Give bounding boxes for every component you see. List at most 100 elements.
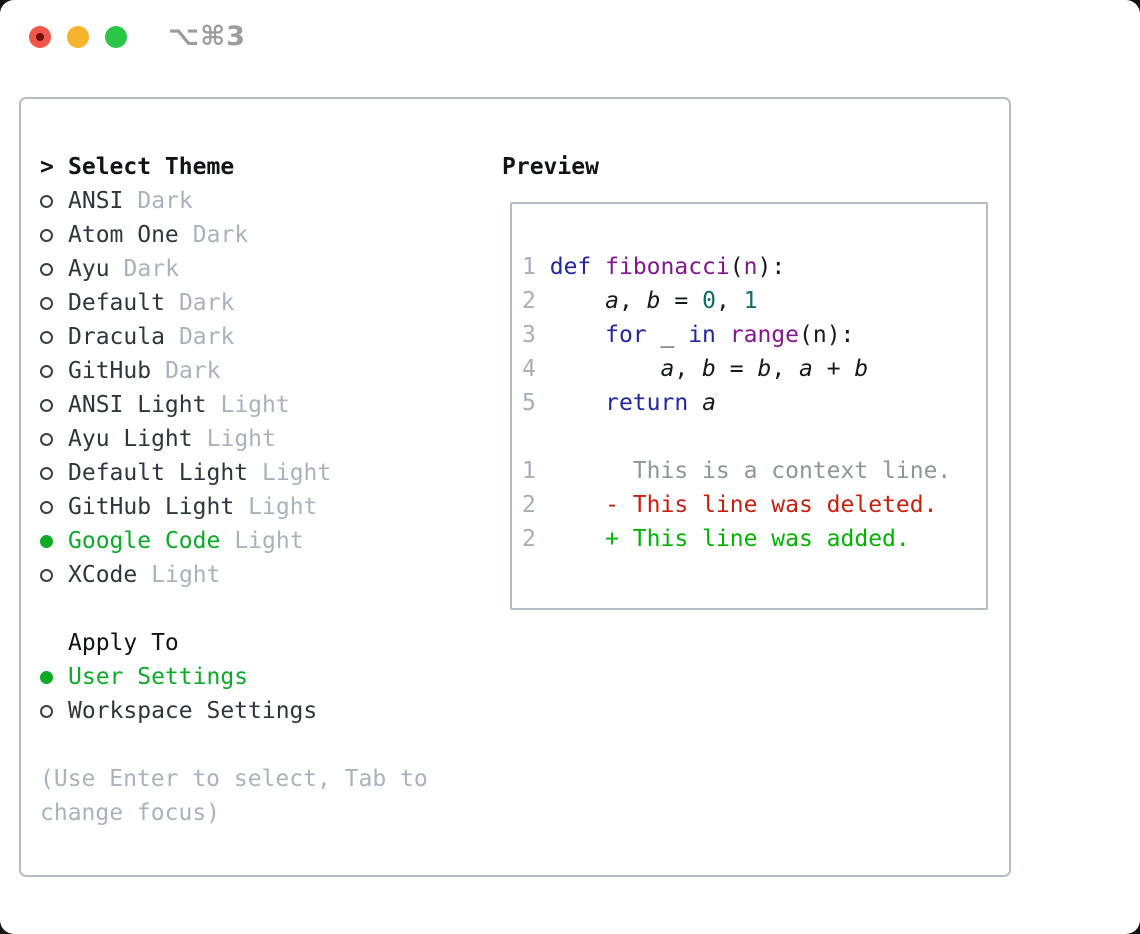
code-token: 0 bbox=[702, 288, 716, 314]
radio-selected-icon bbox=[40, 670, 53, 684]
code-token: range bbox=[729, 322, 800, 348]
help-line-2: change focus) bbox=[40, 800, 221, 826]
code-token bbox=[536, 322, 605, 348]
diff-text: - This line was deleted. bbox=[535, 492, 938, 518]
minimize-button[interactable] bbox=[67, 26, 89, 48]
line-number: 3 bbox=[522, 322, 536, 348]
theme-name: Ayu bbox=[68, 256, 110, 282]
diff-text: + This line was added. bbox=[535, 526, 910, 552]
radio-unselected-icon bbox=[40, 364, 53, 378]
theme-variant-badge: Dark bbox=[123, 256, 179, 282]
title-bar: ⌥⌘3 bbox=[0, 0, 1140, 74]
diff-text: This is a context line. bbox=[535, 458, 952, 484]
radio-cell bbox=[40, 466, 68, 480]
apply-option[interactable]: Workspace Settings bbox=[40, 694, 317, 728]
theme-variant-badge: Dark bbox=[165, 358, 221, 384]
radio-unselected-icon bbox=[40, 330, 53, 344]
theme-name: Dracula bbox=[68, 324, 165, 350]
theme-variant-badge: Light bbox=[151, 562, 221, 588]
code-token: return bbox=[605, 390, 689, 416]
line-number: 4 bbox=[522, 356, 536, 382]
theme-name: GitHub Light bbox=[68, 494, 235, 520]
code-token: ( bbox=[729, 254, 744, 280]
apply-panel-header: Apply To bbox=[40, 626, 317, 660]
code-token bbox=[536, 288, 605, 314]
radio-unselected-icon bbox=[40, 262, 53, 276]
code-token bbox=[716, 322, 730, 348]
radio-selected-icon bbox=[40, 534, 53, 548]
preview-line: 4 a, b = b, a + b bbox=[522, 352, 986, 386]
radio-unselected-icon bbox=[40, 500, 53, 514]
help-line-1: (Use Enter to select, Tab to bbox=[40, 766, 428, 792]
preview-title: Preview bbox=[502, 154, 599, 180]
radio-cell bbox=[40, 704, 68, 718]
window-title: ⌥⌘3 bbox=[168, 21, 246, 52]
theme-option[interactable]: XCode Light bbox=[40, 558, 331, 592]
code-token: 1 bbox=[743, 288, 758, 314]
code-token: for bbox=[605, 322, 647, 348]
code-token: a bbox=[702, 390, 716, 416]
code-token: b bbox=[854, 356, 869, 382]
theme-variant-badge: Light bbox=[206, 426, 276, 452]
theme-option[interactable]: Ayu Dark bbox=[40, 252, 331, 286]
line-number: 2 bbox=[522, 526, 536, 552]
radio-unselected-icon bbox=[40, 704, 53, 718]
radio-cell bbox=[40, 364, 68, 378]
radio-cell bbox=[40, 534, 68, 548]
line-number: 1 bbox=[522, 254, 536, 280]
line-number: 2 bbox=[522, 492, 536, 518]
code-token: + bbox=[812, 356, 855, 382]
close-button[interactable] bbox=[29, 26, 51, 48]
radio-unselected-icon bbox=[40, 296, 53, 310]
theme-panel-title: Select Theme bbox=[68, 154, 235, 180]
theme-option[interactable]: ANSI Dark bbox=[40, 184, 331, 218]
zoom-button[interactable] bbox=[105, 26, 127, 48]
theme-name: ANSI bbox=[68, 188, 124, 214]
radio-cell bbox=[40, 398, 68, 412]
theme-name: Default Light bbox=[68, 460, 249, 486]
code-token: in bbox=[688, 322, 716, 348]
preview-line: 1 This is a context line. bbox=[522, 454, 986, 488]
focus-caret-icon: > bbox=[40, 154, 54, 180]
theme-variant-badge: Dark bbox=[192, 222, 249, 248]
code-token: b bbox=[757, 356, 772, 382]
theme-variant-badge: Light bbox=[234, 528, 304, 554]
radio-cell bbox=[40, 228, 68, 242]
code-token: , bbox=[618, 288, 647, 314]
preview-line: 5 return a bbox=[522, 386, 986, 420]
theme-name: XCode bbox=[68, 562, 138, 588]
help-text: (Use Enter to select, Tab to change focu… bbox=[40, 762, 428, 830]
radio-cell bbox=[40, 262, 68, 276]
code-token: = bbox=[715, 356, 758, 382]
theme-name: Atom One bbox=[68, 222, 179, 248]
code-token: (n): bbox=[799, 322, 855, 348]
radio-unselected-icon bbox=[40, 466, 53, 480]
apply-option[interactable]: User Settings bbox=[40, 660, 317, 694]
radio-cell bbox=[40, 670, 68, 684]
radio-unselected-icon bbox=[40, 432, 53, 446]
preview-line: 1 def fibonacci(n): bbox=[522, 250, 986, 284]
theme-variant-badge: Dark bbox=[137, 188, 193, 214]
code-token: _ bbox=[646, 322, 689, 348]
preview-line: 2 a, b = 0, 1 bbox=[522, 284, 986, 318]
preview-line bbox=[522, 420, 986, 454]
preview-line: 3 for _ in range(n): bbox=[522, 318, 986, 352]
radio-cell bbox=[40, 194, 68, 208]
theme-option[interactable]: Atom One Dark bbox=[40, 218, 331, 252]
radio-cell bbox=[40, 330, 68, 344]
code-token: = bbox=[660, 288, 703, 314]
preview-line: 2 + This line was added. bbox=[522, 522, 986, 556]
